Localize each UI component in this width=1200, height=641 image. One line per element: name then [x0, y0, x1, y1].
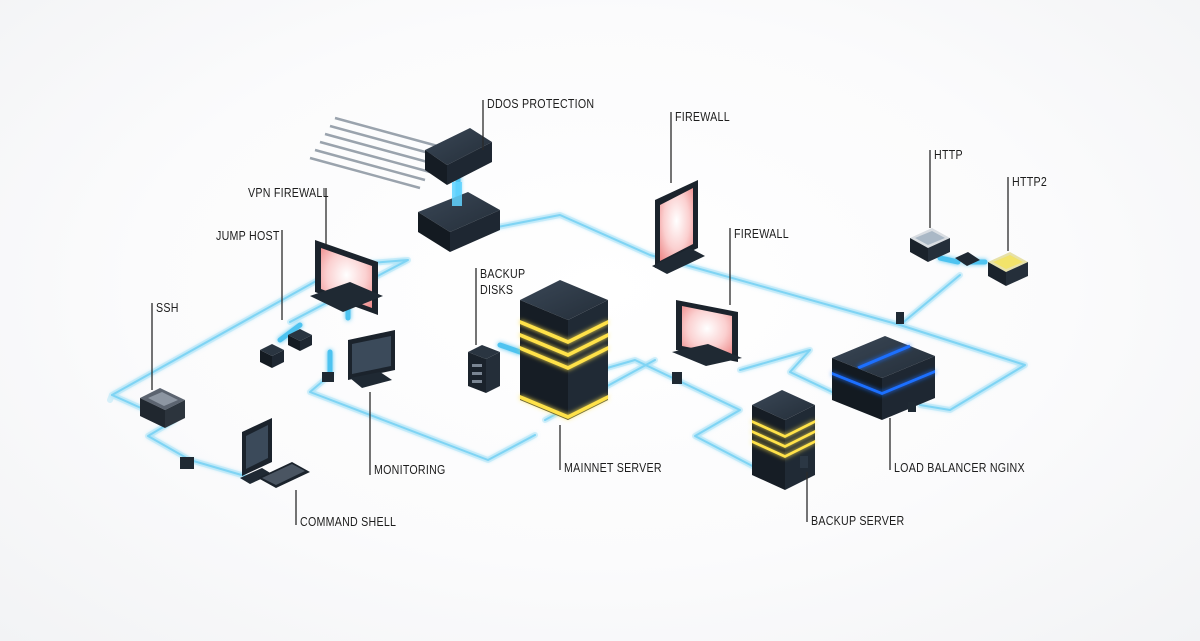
- label-vpn-firewall: VPN FIREWALL: [248, 185, 329, 200]
- backup-server-device: [752, 390, 815, 490]
- cable-port: [180, 457, 194, 469]
- label-backup-server: BACKUP SERVER: [811, 513, 904, 528]
- label-http: HTTP: [934, 147, 963, 162]
- label-jump-host: JUMP HOST: [216, 228, 280, 243]
- backup-disks-device: [468, 345, 500, 393]
- firewall-top-device: [652, 180, 705, 274]
- label-firewall-mid: FIREWALL: [734, 226, 789, 241]
- label-backup-disks-line2: DISKS: [480, 282, 513, 297]
- label-monitoring: MONITORING: [374, 462, 446, 477]
- label-mainnet-server: MAINNET SERVER: [564, 460, 662, 475]
- label-firewall-top: FIREWALL: [675, 109, 730, 124]
- ddos-protection-device: [310, 118, 500, 252]
- ssh-device: [140, 388, 185, 428]
- label-http2: HTTP2: [1012, 174, 1047, 189]
- command-shell-workstation: [240, 418, 310, 488]
- monitoring-workstation: [322, 330, 395, 388]
- label-ddos-protection: DDOS PROTECTION: [487, 96, 594, 111]
- label-load-balancer: LOAD BALANCER NGINX: [894, 460, 1025, 475]
- firewall-mid-device: [672, 300, 742, 384]
- label-command-shell: COMMAND SHELL: [300, 514, 396, 529]
- http2-module: [988, 252, 1028, 286]
- label-backup-disks-line1: BACKUP: [480, 266, 525, 281]
- label-ssh: SSH: [156, 300, 179, 315]
- cable-port: [896, 312, 904, 324]
- mainnet-server-device: [520, 280, 608, 420]
